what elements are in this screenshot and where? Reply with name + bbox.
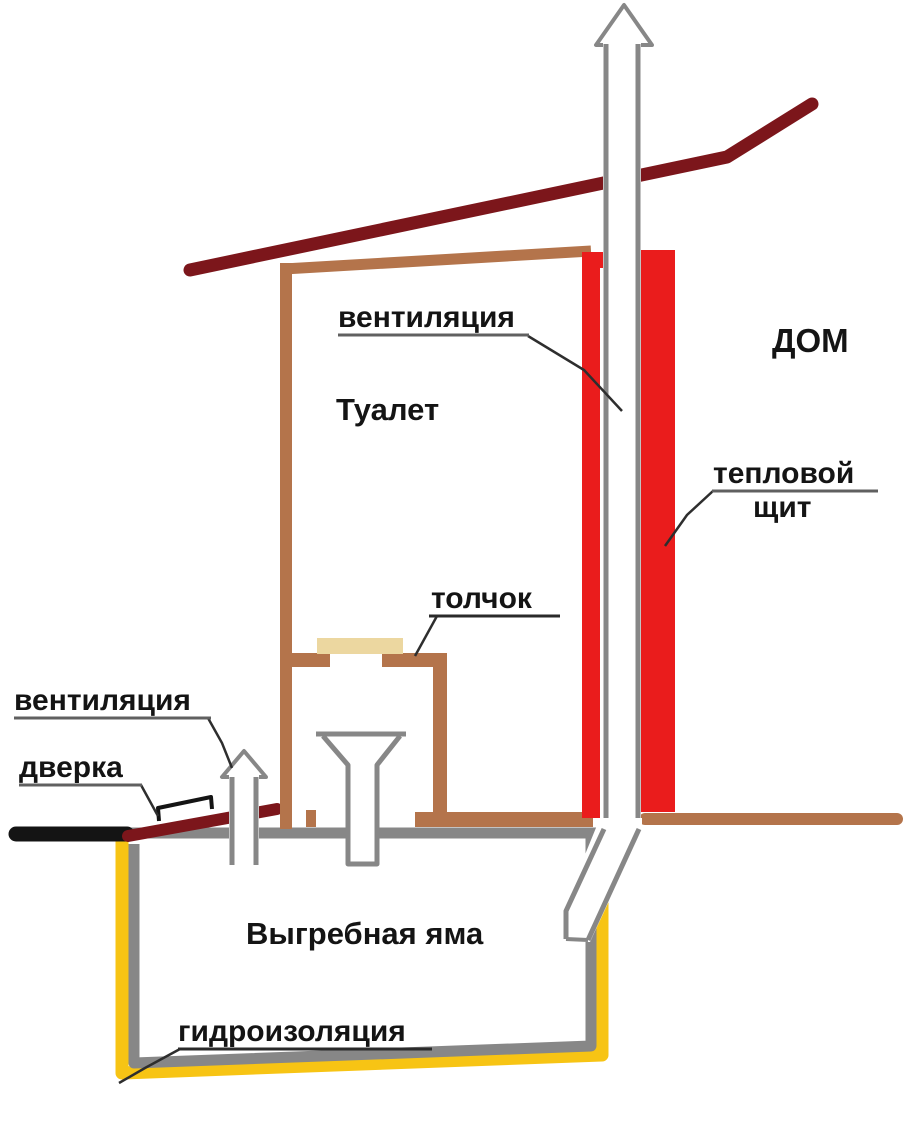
leader-ventilation-top — [527, 334, 623, 412]
seat-ledge-left — [282, 653, 330, 667]
funnel-body — [321, 731, 402, 866]
toilet-floor-bar — [415, 812, 593, 827]
pit-gray-liner — [128, 834, 597, 1069]
label-heat-shield-line2: щит — [753, 491, 811, 524]
leader-seat — [413, 615, 439, 657]
seat-front-post — [433, 653, 447, 815]
heat-shield-right-stripe — [641, 250, 675, 812]
roof-line — [183, 97, 819, 277]
leader-door — [139, 784, 160, 817]
vent-pipe-chute-tip — [565, 937, 589, 942]
heat-shield-left-stripe — [582, 252, 600, 818]
leader-waterproofing — [118, 1047, 181, 1085]
pit-vent-arrowhead-icon — [220, 749, 268, 779]
label-ventilation-left: вентиляция — [14, 684, 191, 717]
label-heat-shield-line1: тепловой — [713, 457, 854, 490]
funnel-outline — [321, 734, 402, 867]
vent-pipe-chute-right-edge — [585, 827, 642, 942]
label-toilet: Туалет — [336, 392, 439, 427]
seat-top-plank — [317, 638, 403, 654]
pit-waterproofing-layer — [115, 827, 609, 1080]
label-ventilation-top: вентиляция — [338, 301, 515, 334]
vent-pipe-chute-left-edge — [563, 827, 607, 939]
toilet-top-wall — [283, 245, 592, 275]
leader-ventilation-left — [206, 717, 234, 769]
label-door: дверка — [19, 751, 123, 784]
toilet-floor-joist — [306, 810, 316, 827]
vent-pipe-body — [603, 42, 641, 832]
vent-pipe-arrowhead-icon — [594, 3, 654, 47]
seat-ledge-right — [382, 653, 447, 667]
label-cesspool: Выгребная яма — [246, 916, 484, 951]
vent-pipe-chute-body — [564, 818, 642, 942]
leader-heat-shield — [663, 490, 714, 547]
label-waterproofing: гидроизоляция — [178, 1015, 406, 1048]
label-house: ДОМ — [772, 322, 849, 359]
label-seat: толчок — [431, 582, 533, 615]
